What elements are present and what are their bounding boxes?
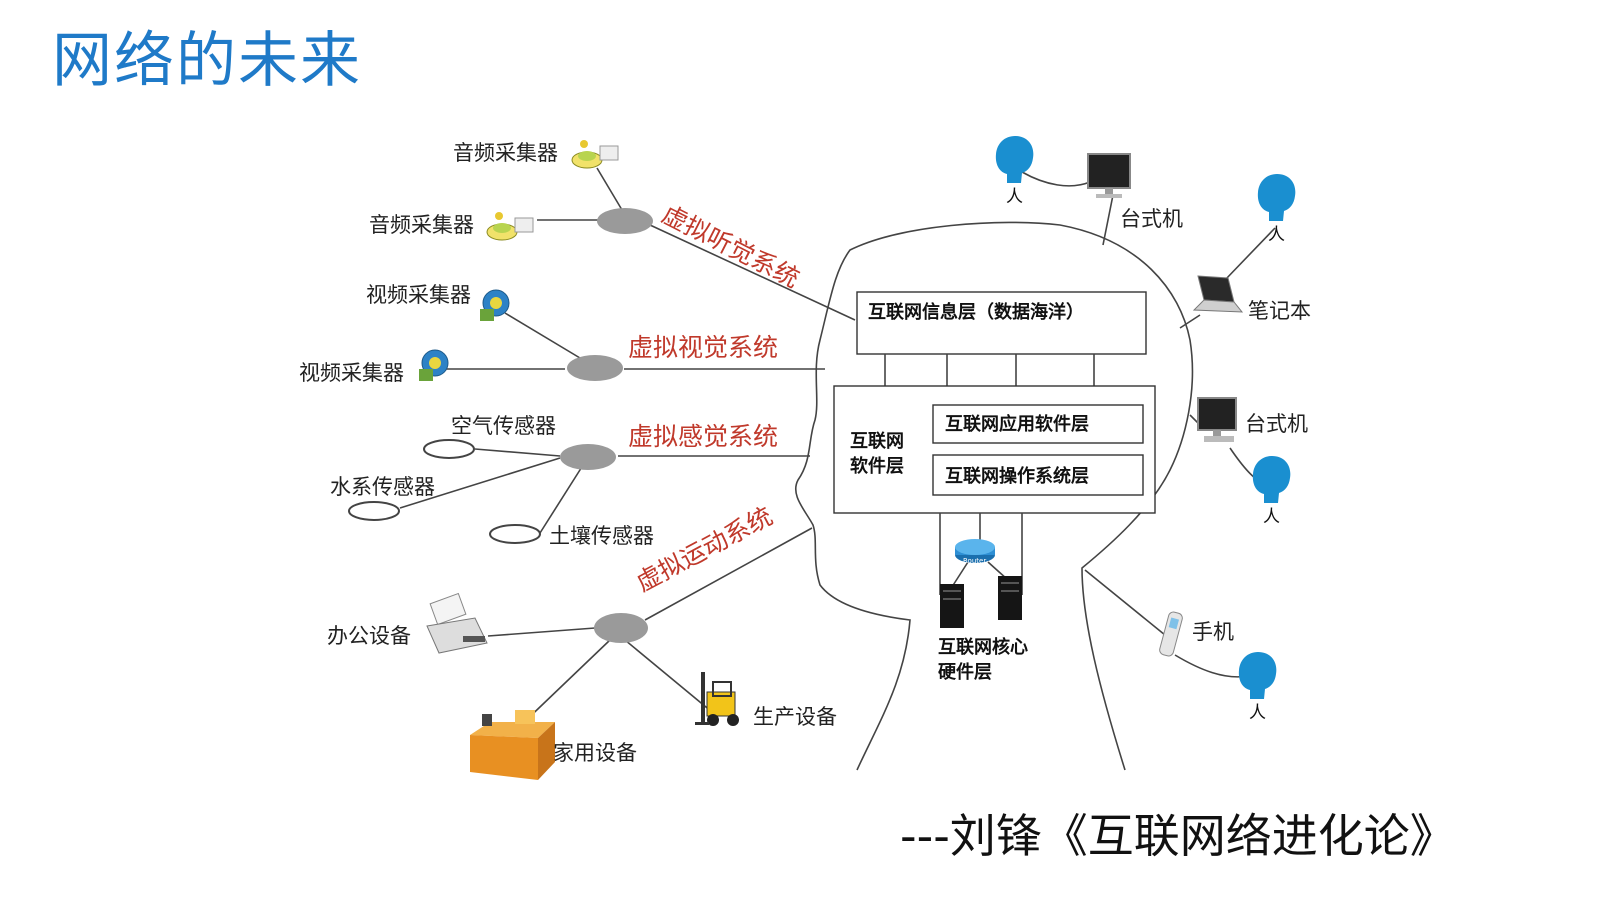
air-sensor-label: 空气传感器 [451,414,556,438]
video-collector-label-1: 视频采集器 [366,283,471,307]
system-label-sensing: 虚拟感觉系统 [628,422,778,451]
laptop-label: 笔记本 [1248,299,1311,323]
connection-lines [399,167,1276,729]
hub-motion [594,613,648,643]
server-icon [940,584,964,628]
sensor-ring-icon [423,439,475,459]
person-head-icon: 人 [1252,456,1291,527]
audio-collector-label-1: 音频采集器 [453,141,558,165]
desktop-computer-icon [1087,153,1131,198]
svg-text:人: 人 [1263,507,1280,527]
printer-icon [426,592,488,654]
hardware-layer-label-1: 互联网核心 [938,636,1028,658]
app-layer-label: 互联网应用软件层 [945,413,1089,435]
citation: ---刘锋《互联网络进化论》 [900,809,1456,863]
soil-sensor-label: 土壤传感器 [549,524,654,548]
svg-text:人: 人 [1006,187,1023,207]
sensor-ring-icon [348,501,400,521]
person-head-icon: 人 [1257,174,1296,245]
sensor-ring-icon [489,524,541,544]
desk-icon [470,710,555,780]
desktop-label-1: 台式机 [1120,207,1183,231]
hub-vision [567,355,623,381]
audio-collector-icon [486,212,534,241]
camera-icon [419,349,449,381]
os-layer-box [932,454,1144,496]
person-head-icon: 人 [995,136,1034,207]
office-equipment-label: 办公设备 [327,624,411,648]
layer-connectors [884,354,1095,386]
forklift-icon [695,672,739,726]
audio-collector-label-2: 音频采集器 [369,213,474,237]
audio-collector-icon [571,140,619,169]
home-equipment-label: 家用设备 [553,741,637,765]
page-title: 网络的未来 [52,26,362,96]
mobile-phone-icon [1159,611,1183,657]
router-icon: Router [955,539,995,565]
laptop-icon [1192,275,1244,313]
info-layer-box [856,291,1147,355]
software-layer-label-2: 软件层 [850,455,904,477]
svg-text:人: 人 [1268,225,1285,245]
system-label-motion: 虚拟运动系统 [631,501,777,597]
system-label-hearing: 虚拟听觉系统 [657,200,804,294]
app-layer-box [932,404,1144,444]
svg-text:Router: Router [963,557,986,565]
production-equipment-label: 生产设备 [753,705,837,729]
software-layer-label-1: 互联网 [850,431,904,452]
water-sensor-label: 水系传感器 [330,475,435,499]
video-collector-label-2: 视频采集器 [299,361,404,385]
desktop-computer-icon [1197,397,1237,442]
hardware-layer-label-2: 硬件层 [938,661,992,683]
camera-icon [480,289,510,321]
svg-text:人: 人 [1249,703,1266,723]
hub-hearing [597,208,653,234]
hub-sensing [560,444,616,470]
person-head-icon: 人 [1238,652,1277,723]
system-label-vision: 虚拟视觉系统 [628,333,778,362]
server-icon [998,576,1022,620]
hubs [560,208,653,643]
desktop-label-2: 台式机 [1245,412,1308,436]
phone-label: 手机 [1192,620,1234,644]
info-layer-label: 互联网信息层（数据海洋） [868,301,1084,323]
os-layer-label: 互联网操作系统层 [945,465,1089,487]
